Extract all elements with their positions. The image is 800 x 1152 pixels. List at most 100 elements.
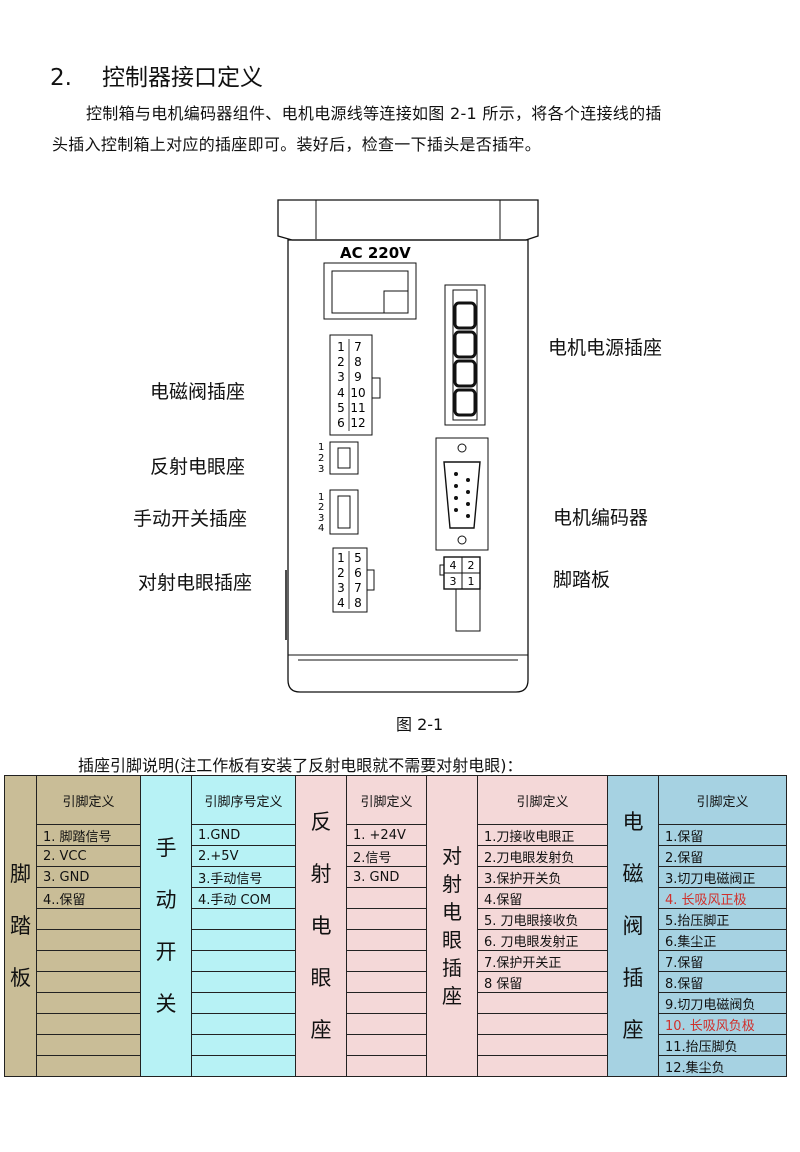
- label-solenoid: 电磁阀插座: [150, 381, 246, 403]
- pin-cell: 6.集尘正: [658, 929, 787, 951]
- svg-text:5: 5: [354, 551, 362, 565]
- pin-cell: 3. GND: [346, 866, 427, 888]
- pin-cell: 2.刀电眼发射负: [477, 845, 608, 867]
- pin-cell: [191, 950, 296, 972]
- table-row: 8 保留 8.保留: [5, 971, 787, 993]
- pin-cell: [346, 971, 427, 993]
- svg-text:3: 3: [318, 513, 324, 524]
- pin-cell: [477, 992, 608, 1014]
- svg-text:7: 7: [354, 581, 362, 595]
- svg-text:3: 3: [337, 581, 345, 595]
- pin-cell: 8 保留: [477, 971, 608, 993]
- pin-cell: 1.刀接收电眼正: [477, 824, 608, 846]
- table-header-row: 脚踏板引脚定义手动开关引脚序号定义反射电眼座引脚定义对射电眼插座引脚定义电磁阀插…: [4, 775, 787, 1077]
- group-header-1: 引脚定义: [36, 775, 141, 825]
- section-number: 2.: [50, 65, 72, 91]
- section-title: 控制器接口定义: [102, 65, 263, 91]
- pin-cell: 9.切刀电磁阀负: [658, 992, 787, 1014]
- pin-definition-table: 脚踏板引脚定义手动开关引脚序号定义反射电眼座引脚定义对射电眼插座引脚定义电磁阀插…: [4, 775, 787, 1077]
- pin-cell: 2.+5V: [191, 845, 296, 867]
- pin-cell: [36, 950, 141, 972]
- pin-cell: [36, 992, 141, 1014]
- pin-cell: [36, 908, 141, 930]
- pin-cell: [477, 1013, 608, 1035]
- pin-cell: [36, 1055, 141, 1077]
- pin-cell: [477, 1034, 608, 1056]
- pin-cell: 7.保护开关正: [477, 950, 608, 972]
- svg-text:4: 4: [337, 596, 345, 610]
- svg-text:4: 4: [450, 559, 457, 572]
- pin-cell: 4. 长吸风正极: [658, 887, 787, 909]
- pin-cell: [346, 992, 427, 1014]
- group-name-4: 对射电眼插座: [426, 775, 478, 1077]
- pin-cell: [191, 1013, 296, 1035]
- svg-text:8: 8: [354, 596, 362, 610]
- intro-line-1: 控制箱与电机编码器组件、电机电源线等连接如图 2-1 所示，将各个连接线的插: [86, 104, 662, 123]
- svg-text:1: 1: [468, 575, 475, 588]
- svg-text:2: 2: [337, 566, 345, 580]
- pin-cell: 5. 刀电眼接收负: [477, 908, 608, 930]
- svg-text:3: 3: [450, 575, 457, 588]
- pin-cell: [346, 1034, 427, 1056]
- group-name-3: 反射电眼座: [295, 775, 347, 1077]
- encoder-connector: [435, 437, 489, 551]
- pin-cell: 4.手动 COM: [191, 887, 296, 909]
- svg-text:1: 1: [318, 492, 324, 503]
- table-row: 12.集尘负: [5, 1055, 787, 1077]
- pin-cell: [191, 1034, 296, 1056]
- svg-text:4: 4: [337, 386, 345, 400]
- pin-cell: 12.集尘负: [658, 1055, 787, 1077]
- pin-cell: 3.切刀电磁阀正: [658, 866, 787, 888]
- pin-cell: [36, 1034, 141, 1056]
- pin-cell: 4..保留: [36, 887, 141, 909]
- svg-text:2: 2: [318, 453, 324, 464]
- pin-cell: [36, 971, 141, 993]
- pin-cell: 8.保留: [658, 971, 787, 993]
- label-motor-encoder: 电机编码器: [553, 507, 649, 529]
- intro-line-2: 头插入控制箱上对应的插座即可。装好后，检查一下插头是否插牢。: [52, 135, 542, 154]
- pin-cell: 1. 脚踏信号: [36, 824, 141, 846]
- group-header-5: 引脚定义: [658, 775, 787, 825]
- table-row: 6. 刀电眼发射正 6.集尘正: [5, 929, 787, 951]
- pin-cell: 6. 刀电眼发射正: [477, 929, 608, 951]
- svg-text:10: 10: [350, 386, 365, 400]
- pin-cell: 2.信号: [346, 845, 427, 867]
- group-name-5: 电磁阀插座: [607, 775, 659, 1077]
- svg-text:2: 2: [318, 502, 324, 513]
- group-header-3: 引脚定义: [346, 775, 427, 825]
- section-heading: 2. 控制器接口定义: [50, 58, 263, 92]
- pin-cell: 10. 长吸风负极: [658, 1013, 787, 1035]
- label-through-beam: 对射电眼插座: [138, 572, 253, 594]
- svg-text:7: 7: [354, 340, 362, 354]
- pin-cell: 1.GND: [191, 824, 296, 846]
- pin-cell: [477, 1055, 608, 1077]
- pin-cell: [191, 971, 296, 993]
- pin-cell: 4.保留: [477, 887, 608, 909]
- motor-power-socket: [444, 284, 486, 426]
- svg-text:3: 3: [318, 464, 324, 475]
- group-header-2: 引脚序号定义: [191, 775, 296, 825]
- table-row: 9.切刀电磁阀负: [5, 992, 787, 1014]
- ac-label: AC 220V: [340, 244, 411, 262]
- pin-cell: [191, 908, 296, 930]
- svg-text:2: 2: [337, 355, 345, 369]
- pin-cell: 1. +24V: [346, 824, 427, 846]
- table-row: 4..保留 4.手动 COM 4.保留 4. 长吸风正极: [5, 887, 787, 909]
- table-row: 11.抬压脚负: [5, 1034, 787, 1056]
- pin-note: 插座引脚说明(注工作板有安装了反射电眼就不需要对射电眼)：: [78, 756, 523, 775]
- pin-cell: 2.保留: [658, 845, 787, 867]
- group-name-2: 手动开关: [140, 775, 192, 1077]
- svg-text:11: 11: [350, 401, 365, 415]
- pin-cell: [346, 908, 427, 930]
- pin-cell: [346, 950, 427, 972]
- table-row: 10. 长吸风负极: [5, 1013, 787, 1035]
- pin-cell: 3.手动信号: [191, 866, 296, 888]
